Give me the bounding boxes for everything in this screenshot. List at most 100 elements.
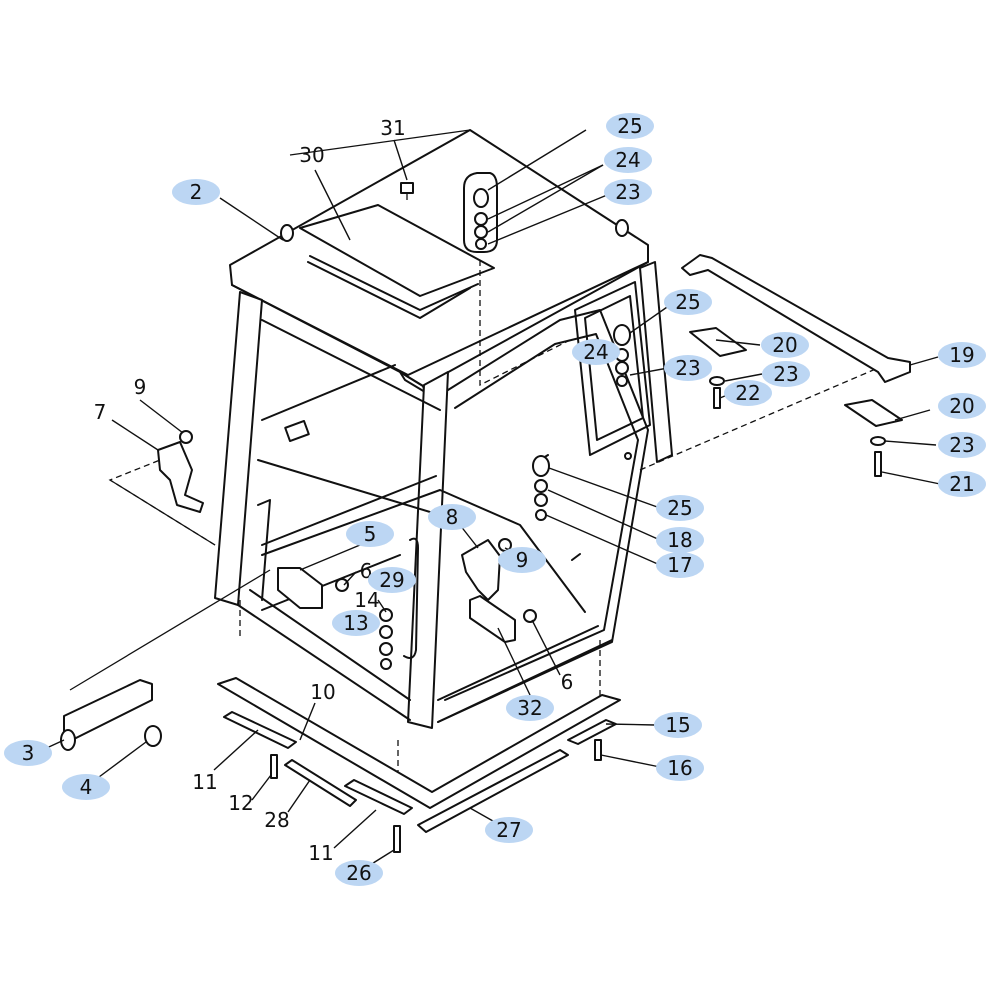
- callout-25: 25: [606, 113, 654, 139]
- callout-11: 11: [308, 841, 333, 865]
- rear-bracket: [681, 254, 911, 383]
- callout-number: 9: [134, 375, 147, 399]
- callout-number: 23: [615, 180, 640, 204]
- callout-15: 15: [654, 712, 702, 738]
- callout-9: 9: [498, 547, 546, 573]
- callout-highlight: [664, 289, 712, 315]
- callout-4: 4: [62, 774, 110, 800]
- pad-upper: [689, 327, 747, 357]
- callout-30: 30: [299, 143, 324, 167]
- callout-number: 7: [94, 400, 107, 424]
- cab-frame: [214, 261, 673, 729]
- callout-20: 20: [938, 393, 986, 419]
- callout-number: 31: [380, 116, 405, 140]
- callout-number: 29: [379, 568, 404, 592]
- side-bracket-left: [157, 441, 204, 513]
- callout-number: 21: [949, 472, 974, 496]
- callout-19: 19: [938, 342, 986, 368]
- door-latch: [63, 679, 153, 739]
- callout-number: 23: [675, 356, 700, 380]
- callout-number: 6: [561, 670, 574, 694]
- pad-11-left: [223, 711, 297, 749]
- callout-9: 9: [134, 375, 147, 399]
- callout-26: 26: [335, 860, 383, 886]
- callout-highlight: [938, 393, 986, 419]
- callout-number: 24: [583, 340, 608, 364]
- floor-strip: [217, 677, 621, 809]
- callout-highlight: [938, 432, 986, 458]
- callout-highlight: [606, 113, 654, 139]
- callout-highlight: [761, 332, 809, 358]
- callout-number: 19: [949, 343, 974, 367]
- side-bracket-right: [461, 539, 501, 601]
- callout-highlight: [656, 495, 704, 521]
- callout-highlight: [346, 521, 394, 547]
- callout-highlight: [572, 339, 620, 365]
- pad-11-right: [344, 779, 413, 815]
- callout-number: 27: [496, 818, 521, 842]
- callout-highlight: [498, 547, 546, 573]
- callout-number: 11: [192, 770, 217, 794]
- strip-27: [417, 749, 569, 833]
- callout-number: 16: [667, 756, 692, 780]
- callout-10: 10: [310, 680, 335, 704]
- callout-number: 23: [949, 433, 974, 457]
- callout-number: 24: [615, 148, 640, 172]
- grab-handle: [403, 537, 419, 659]
- callout-21: 21: [938, 471, 986, 497]
- callout-highlight: [332, 610, 380, 636]
- callout-number: 28: [264, 808, 289, 832]
- callout-number: 4: [80, 775, 93, 799]
- callout-31: 31: [380, 116, 405, 140]
- callout-highlight: [485, 817, 533, 843]
- callout-number: 2: [190, 180, 203, 204]
- callout-23: 23: [938, 432, 986, 458]
- callout-6: 6: [561, 670, 574, 694]
- callout-number: 3: [22, 741, 35, 765]
- callout-highlight: [62, 774, 110, 800]
- callout-highlight: [656, 755, 704, 781]
- callout-highlight: [4, 740, 52, 766]
- roof-hatch-panel: [299, 204, 495, 297]
- callout-highlight: [938, 342, 986, 368]
- callout-number: 11: [308, 841, 333, 865]
- callout-number: 17: [667, 553, 692, 577]
- callout-14: 14: [354, 588, 379, 612]
- callout-highlight: [335, 860, 383, 886]
- callout-highlight: [656, 527, 704, 553]
- callout-18: 18: [656, 527, 704, 553]
- callout-7: 7: [94, 400, 107, 424]
- callout-25: 25: [656, 495, 704, 521]
- pad-lower: [844, 399, 903, 427]
- callout-number: 25: [675, 290, 700, 314]
- callout-2: 2: [172, 179, 220, 205]
- window-latch: [284, 420, 310, 442]
- callout-number: 18: [667, 528, 692, 552]
- leader-lines: [37, 129, 941, 866]
- callout-highlight: [654, 712, 702, 738]
- callout-highlight: [724, 380, 772, 406]
- callout-number: 14: [354, 588, 379, 612]
- callout-highlight: [604, 179, 652, 205]
- callout-27: 27: [485, 817, 533, 843]
- callout-number: 23: [773, 362, 798, 386]
- callout-number: 12: [228, 791, 253, 815]
- callout-highlight: [656, 552, 704, 578]
- callout-16: 16: [656, 755, 704, 781]
- callout-13: 13: [332, 610, 380, 636]
- callout-3: 3: [4, 740, 52, 766]
- callout-24: 24: [604, 147, 652, 173]
- callout-24: 24: [572, 339, 620, 365]
- callout-highlight: [172, 179, 220, 205]
- callout-highlight: [506, 695, 554, 721]
- callout-number: 9: [516, 548, 529, 572]
- lifting-eye-right: [615, 219, 629, 237]
- plate-left: [277, 567, 323, 609]
- callout-number: 32: [517, 696, 542, 720]
- callout-number: 25: [667, 496, 692, 520]
- callout-highlight: [604, 147, 652, 173]
- callout-12: 12: [228, 791, 253, 815]
